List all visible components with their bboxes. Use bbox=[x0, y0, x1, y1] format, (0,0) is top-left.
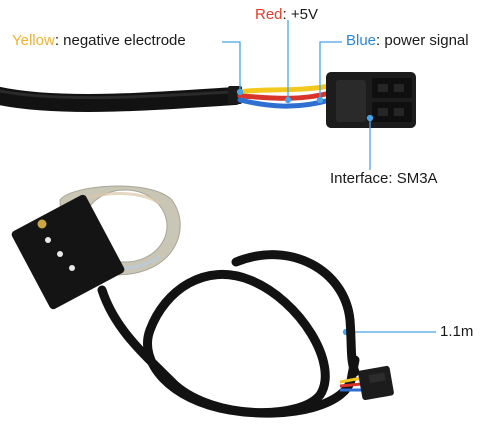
small-wire-red bbox=[339, 382, 363, 388]
sm3a-connector bbox=[326, 72, 416, 128]
wire-yellow bbox=[237, 83, 333, 95]
label-red: Red: +5V bbox=[255, 6, 318, 24]
bottom-cable bbox=[97, 270, 360, 418]
wire-red bbox=[237, 90, 333, 101]
label-blue-word: Blue bbox=[346, 32, 377, 49]
label-yellow-word: Yellow bbox=[12, 32, 55, 49]
top-cable-highlight bbox=[0, 89, 234, 100]
label-red-word: Red bbox=[255, 6, 283, 23]
label-blue: Blue: power signal bbox=[346, 32, 469, 50]
sensor-body bbox=[11, 194, 125, 310]
leader-lines bbox=[222, 20, 436, 336]
small-wire-yellow bbox=[339, 376, 363, 384]
bottom-cable-2 bbox=[231, 250, 360, 377]
top-cable bbox=[0, 86, 244, 112]
label-red-text: : +5V bbox=[282, 6, 318, 23]
leader-blue bbox=[319, 41, 342, 100]
label-yellow: Yellow: negative electrode bbox=[12, 32, 186, 50]
small-connector bbox=[358, 365, 394, 401]
label-interface: Interface: SM3A bbox=[330, 170, 438, 187]
label-yellow-text: : negative electrode bbox=[54, 32, 186, 49]
label-blue-text: : power signal bbox=[376, 32, 469, 49]
label-length: 1.1m bbox=[440, 323, 474, 340]
leader-yellow bbox=[222, 41, 241, 92]
